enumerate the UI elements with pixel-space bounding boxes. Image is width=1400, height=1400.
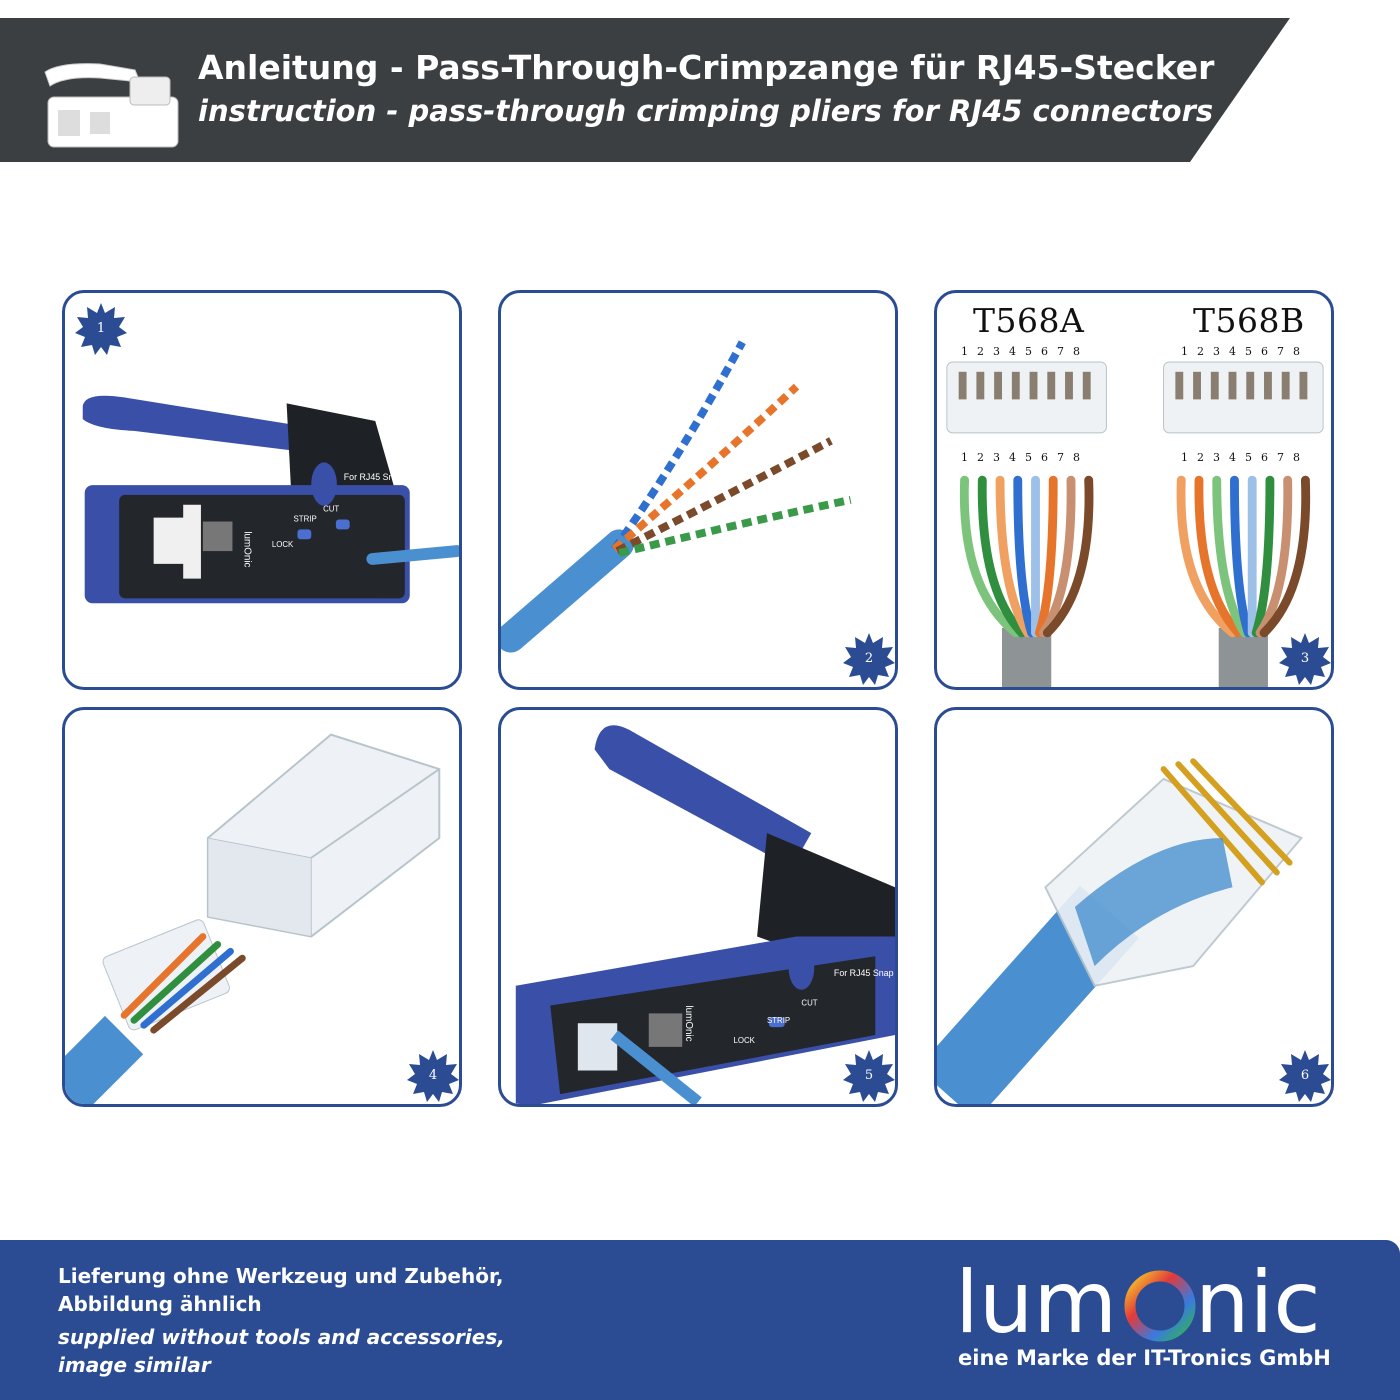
lumonic-logo: lum nic bbox=[955, 1253, 1321, 1352]
step-6-badge: 6 bbox=[1277, 1048, 1331, 1104]
logo-text-left: lum bbox=[955, 1253, 1117, 1352]
crimped-connector-image bbox=[937, 758, 1304, 1104]
page-subtitle: instruction - pass-through crimping plie… bbox=[198, 94, 1214, 128]
wiring-diagram-image bbox=[946, 361, 1324, 687]
footer-note-en-2: image similar bbox=[58, 1353, 211, 1377]
brand-tagline: eine Marke der IT-Tronics GmbH bbox=[958, 1346, 1331, 1370]
step-5-panel: For RJ45 Snap Plug STRIP CUT LOCK lumOni… bbox=[498, 707, 898, 1107]
step-4-panel: 4 bbox=[62, 707, 462, 1107]
page-title: Anleitung - Pass-Through-Crimpzange für … bbox=[198, 48, 1215, 87]
t568a-label: T568A bbox=[973, 301, 1085, 340]
logo-text-right: nic bbox=[1195, 1253, 1321, 1352]
rj45-plug-image bbox=[65, 733, 441, 1104]
cut-label: CUT bbox=[801, 999, 817, 1008]
footer-note-de-2: Abbildung ähnlich bbox=[58, 1292, 262, 1316]
lock-label: LOCK bbox=[733, 1036, 755, 1045]
step-4-badge: 4 bbox=[405, 1048, 459, 1104]
crimping-tool-with-cable-image: For RJ45 Snap Plug STRIP CUT LOCK lumOni… bbox=[515, 725, 895, 1104]
step-3-badge: 3 bbox=[1277, 631, 1331, 687]
crimping-tool-icon bbox=[44, 63, 179, 148]
tool-brand-label: lumOnic bbox=[683, 1006, 694, 1042]
step-1-panel: For RJ45 Snap Plug STRIP CUT LOCK lumOni… bbox=[62, 290, 462, 690]
tool-brand-label: lumOnic bbox=[241, 531, 252, 567]
strip-label: STRIP bbox=[767, 1016, 790, 1025]
step-2-badge: 2 bbox=[841, 631, 895, 687]
model-label: For RJ45 Snap Plug bbox=[834, 968, 895, 978]
lock-label: LOCK bbox=[272, 540, 294, 549]
cut-label: CUT bbox=[323, 505, 339, 514]
step-5-badge: 5 bbox=[841, 1048, 895, 1104]
model-label: For RJ45 Snap Plug bbox=[344, 472, 424, 482]
step-1-badge: 1 bbox=[73, 301, 129, 357]
strip-label: STRIP bbox=[294, 515, 317, 524]
crimping-tool-image: For RJ45 Snap Plug STRIP CUT LOCK lumOni… bbox=[82, 395, 459, 604]
step-2-panel: 2 bbox=[498, 290, 898, 690]
footer-bar bbox=[0, 1240, 1400, 1400]
stripped-cable-image bbox=[501, 340, 852, 653]
footer-note-de-1: Lieferung ohne Werkzeug und Zubehör, bbox=[58, 1264, 504, 1288]
t568b-label: T568B bbox=[1193, 301, 1305, 340]
footer-note-en-1: supplied without tools and accessories, bbox=[58, 1325, 505, 1349]
step-6-panel: 6 bbox=[934, 707, 1334, 1107]
header-banner: Anleitung - Pass-Through-Crimpzange für … bbox=[0, 18, 1290, 162]
